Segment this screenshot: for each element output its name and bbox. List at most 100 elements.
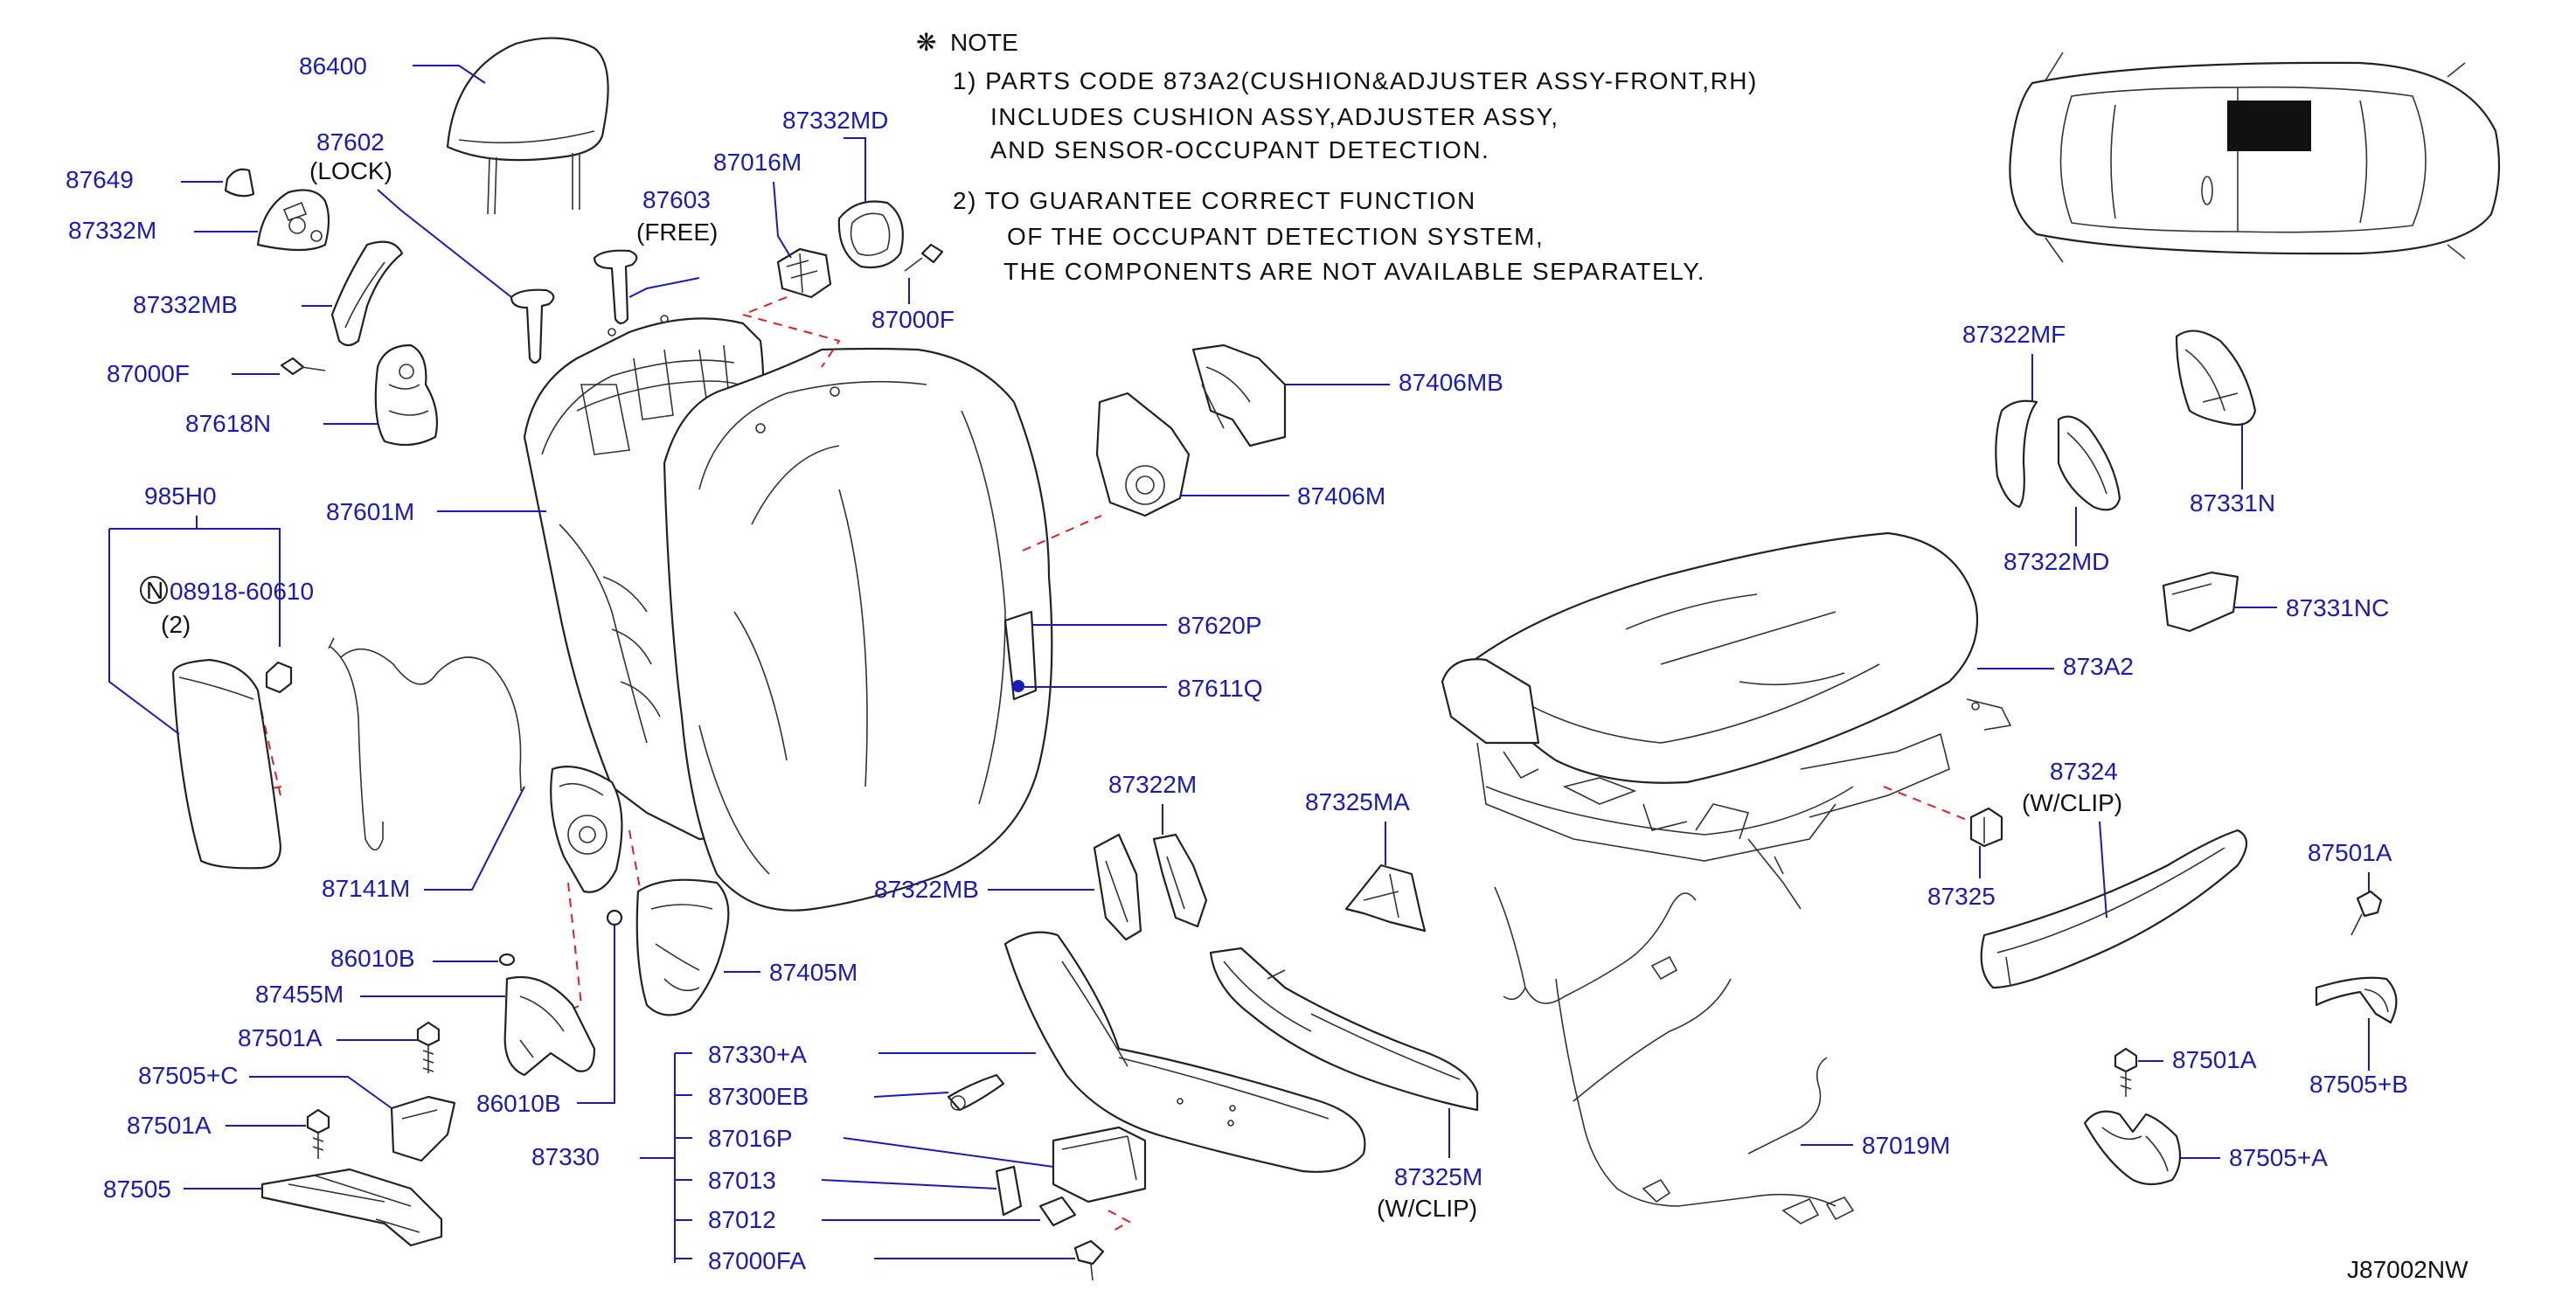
label-87620P[interactable]: 87620P (1177, 612, 1262, 639)
label-87330A[interactable]: 87330+A (708, 1041, 807, 1068)
note-line-4: 2) TO GUARANTEE CORRECT FUNCTION (953, 187, 1476, 214)
cover-87505 (260, 1168, 443, 1247)
label-87000F-top[interactable]: 87000F (871, 306, 955, 333)
note-line-6: THE COMPONENTS ARE NOT AVAILABLE SEPARAT… (1003, 258, 1705, 285)
bolt-87501A-2 (306, 1108, 330, 1159)
label-86010B-top[interactable]: 86010B (330, 945, 415, 972)
label-87000FA[interactable]: 87000FA (708, 1247, 806, 1274)
label-87325MA[interactable]: 87325MA (1305, 788, 1410, 815)
screw-87000F-left (280, 357, 326, 376)
label-87501A-2[interactable]: 87501A (127, 1112, 212, 1139)
trim-87322MD (2057, 415, 2121, 511)
label-87012[interactable]: 87012 (708, 1206, 776, 1233)
assembly-leader-5 (563, 882, 583, 1013)
label-87322MF[interactable]: 87322MF (1962, 321, 2066, 348)
car-locator-illustration (2009, 52, 2501, 263)
label-87322M[interactable]: 87322M (1108, 771, 1197, 798)
cover-87455M (503, 975, 596, 1077)
label-wclip-2: (W/CLIP) (2022, 789, 2122, 816)
label-87016P[interactable]: 87016P (708, 1125, 793, 1152)
label-87300EB[interactable]: 87300EB (708, 1083, 809, 1110)
recliner-mechanism (550, 766, 623, 893)
switch-87016P (1052, 1126, 1147, 1203)
cover-87331N (2175, 329, 2257, 427)
label-qty-2: (2) (161, 611, 191, 638)
cap-87649 (224, 168, 255, 198)
knob-87618N (374, 343, 438, 447)
seatback-cushion (663, 347, 1053, 912)
label-87501A-1[interactable]: 87501A (238, 1024, 323, 1051)
note-line-1: 1) PARTS CODE 873A2(CUSHION&ADJUSTER ASS… (953, 67, 1758, 94)
label-87601M[interactable]: 87601M (326, 498, 414, 525)
finisher-87324 (1980, 829, 2248, 989)
label-87602[interactable]: 87602 (316, 128, 385, 156)
headrest-guide-free-87603 (593, 249, 638, 325)
note-line-5: OF THE OCCUPANT DETECTION SYSTEM, (1007, 223, 1544, 250)
note-asterisk-icon: ❋ (916, 29, 936, 56)
label-87325M[interactable]: 87325M (1394, 1163, 1482, 1190)
label-87505A[interactable]: 87505+A (2229, 1144, 2328, 1171)
label-87405M[interactable]: 87405M (769, 959, 858, 986)
knob-87012 (1038, 1196, 1077, 1227)
label-87649[interactable]: 87649 (66, 166, 134, 193)
switch-87016M (776, 247, 832, 299)
label-87331NC[interactable]: 87331NC (2286, 594, 2389, 621)
label-87505B[interactable]: 87505+B (2309, 1071, 2408, 1098)
label-87455M[interactable]: 87455M (255, 981, 344, 1008)
label-87505[interactable]: 87505 (103, 1176, 171, 1203)
cover-87405M (635, 878, 730, 1016)
screw-87000FA (1073, 1239, 1105, 1281)
bracket-87325MA (1344, 864, 1427, 933)
label-87611Q[interactable]: 87611Q (1177, 675, 1263, 702)
label-873A2[interactable]: 873A2 (2063, 653, 2134, 680)
side-finisher-87330A (1003, 931, 1366, 1173)
label-87016M[interactable]: 87016M (713, 149, 802, 176)
trim-87322M (1152, 833, 1208, 928)
cover-87505A (2083, 1110, 2182, 1186)
label-87325[interactable]: 87325 (1927, 883, 1996, 910)
label-87332M[interactable]: 87332M (68, 217, 156, 244)
pad-87620P (1003, 610, 1038, 701)
cover-87505B (2315, 976, 2398, 1024)
label-87330[interactable]: 87330 (531, 1143, 600, 1170)
label-08918-60610[interactable]: 08918-60610 (170, 578, 314, 605)
clip-87300EB (947, 1073, 1005, 1112)
label-87019M[interactable]: 87019M (1862, 1132, 1950, 1159)
seat-location-marker (2227, 101, 2311, 151)
label-87331N[interactable]: 87331N (2190, 489, 2275, 517)
label-87618N[interactable]: 87618N (185, 410, 271, 437)
label-87322MB[interactable]: 87322MB (874, 876, 979, 903)
sensor-dot-87611Q (1012, 680, 1024, 692)
label-87501A-3[interactable]: 87501A (2308, 839, 2392, 866)
label-87406M[interactable]: 87406M (1297, 482, 1385, 510)
note-block: ❋ NOTE 1) PARTS CODE 873A2(CUSHION&ADJUS… (916, 29, 1758, 285)
label-87332MD[interactable]: 87332MD (782, 107, 888, 134)
label-86400[interactable]: 86400 (299, 52, 367, 80)
harness-87019M (1494, 886, 1855, 1224)
cover-87331NC (2162, 571, 2239, 633)
label-87603[interactable]: 87603 (642, 186, 711, 213)
note-line-2: INCLUDES CUSHION ASSY,ADJUSTER ASSY, (990, 103, 1559, 130)
label-free: (FREE) (636, 218, 718, 246)
finisher-87332MB (330, 240, 404, 347)
side-airbag-985H0 (171, 658, 281, 870)
label-87324[interactable]: 87324 (2050, 758, 2118, 785)
cover-87505C (390, 1095, 456, 1162)
label-87322MD[interactable]: 87322MD (2003, 548, 2109, 575)
trim-87322MF (1995, 399, 2038, 509)
label-87501A-4[interactable]: 87501A (2172, 1046, 2257, 1073)
switch-87332M (256, 189, 330, 252)
label-87332MB[interactable]: 87332MB (133, 291, 238, 318)
wire-87141M (328, 637, 522, 851)
label-87406MB[interactable]: 87406MB (1399, 369, 1503, 396)
label-87013[interactable]: 87013 (708, 1167, 776, 1194)
label-wclip-1: (W/CLIP) (1377, 1195, 1477, 1222)
label-87000F-left[interactable]: 87000F (107, 360, 190, 387)
bolt-87501A-1 (416, 1021, 441, 1073)
label-87505C[interactable]: 87505+C (138, 1062, 238, 1089)
label-87141M[interactable]: 87141M (322, 875, 410, 902)
label-86010B-bottom[interactable]: 86010B (476, 1090, 561, 1117)
trim-87322MB (1093, 833, 1142, 941)
bolt-87501A-3 (2350, 890, 2383, 936)
label-985H0[interactable]: 985H0 (144, 482, 217, 510)
